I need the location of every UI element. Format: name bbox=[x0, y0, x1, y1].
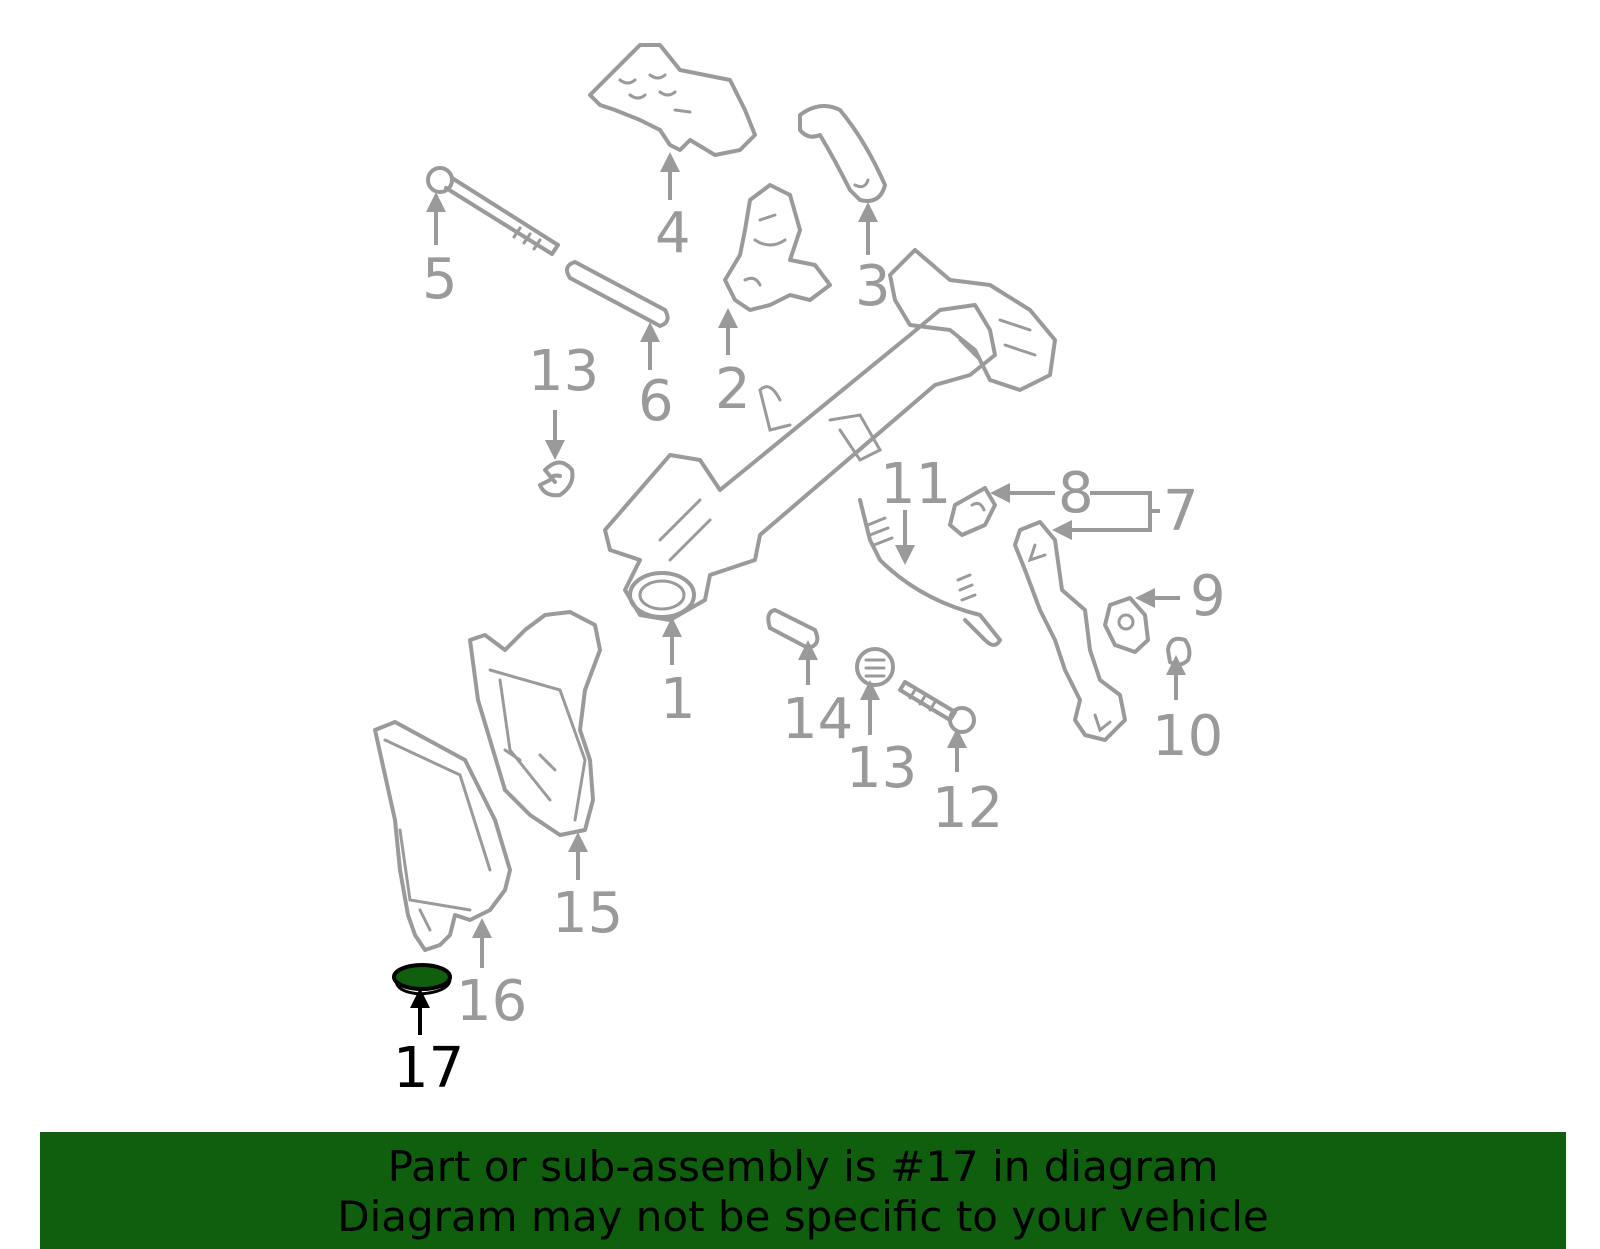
banner-line-2: Diagram may not be specific to your vehi… bbox=[337, 1192, 1269, 1241]
part-12-bolt bbox=[898, 680, 976, 734]
part-6-pin bbox=[564, 260, 670, 328]
part-15-shroud bbox=[468, 610, 602, 837]
label-8: 8 bbox=[1058, 461, 1094, 526]
callout-labels: 1 2 3 4 5 6 7 8 9 10 11 12 13 13 14 15 1… bbox=[393, 201, 1226, 1101]
part-14-pin bbox=[766, 608, 820, 650]
part-13-lower-bushing bbox=[855, 647, 895, 687]
label-11: 11 bbox=[880, 452, 951, 517]
banner-line-1: Part or sub-assembly is #17 in diagram bbox=[387, 1142, 1219, 1191]
part-11-link bbox=[858, 498, 1002, 647]
label-3: 3 bbox=[855, 254, 891, 319]
label-13-lower: 13 bbox=[846, 736, 917, 801]
label-4: 4 bbox=[655, 201, 691, 266]
part-4-cover bbox=[588, 43, 757, 157]
label-13-upper: 13 bbox=[528, 339, 599, 404]
part-10-cap bbox=[1166, 636, 1192, 667]
part-16-boot bbox=[373, 720, 512, 952]
part-5-bolt bbox=[426, 166, 560, 256]
label-2: 2 bbox=[715, 357, 751, 422]
info-banner: Part or sub-assembly is #17 in diagram D… bbox=[40, 1132, 1566, 1249]
part-13-upper-clip bbox=[538, 460, 575, 498]
part-9-nut-plate bbox=[1103, 596, 1150, 654]
label-9: 9 bbox=[1190, 564, 1226, 629]
part-1-column bbox=[603, 248, 1057, 622]
label-17-highlighted: 17 bbox=[393, 1036, 464, 1101]
label-7: 7 bbox=[1163, 479, 1199, 544]
label-16: 16 bbox=[456, 969, 527, 1034]
leader-arrows bbox=[410, 152, 1186, 1035]
part-17-ring-highlighted bbox=[392, 963, 452, 996]
part-7-lever bbox=[1013, 520, 1127, 742]
part-3-clip bbox=[798, 104, 887, 203]
label-15: 15 bbox=[552, 881, 623, 946]
label-1: 1 bbox=[660, 667, 696, 732]
label-6: 6 bbox=[638, 369, 674, 434]
part-2-bracket bbox=[723, 183, 832, 312]
label-14: 14 bbox=[782, 687, 853, 752]
part-8-switch bbox=[948, 486, 997, 537]
label-12: 12 bbox=[932, 776, 1003, 841]
label-5: 5 bbox=[422, 247, 458, 312]
label-10: 10 bbox=[1152, 704, 1223, 769]
